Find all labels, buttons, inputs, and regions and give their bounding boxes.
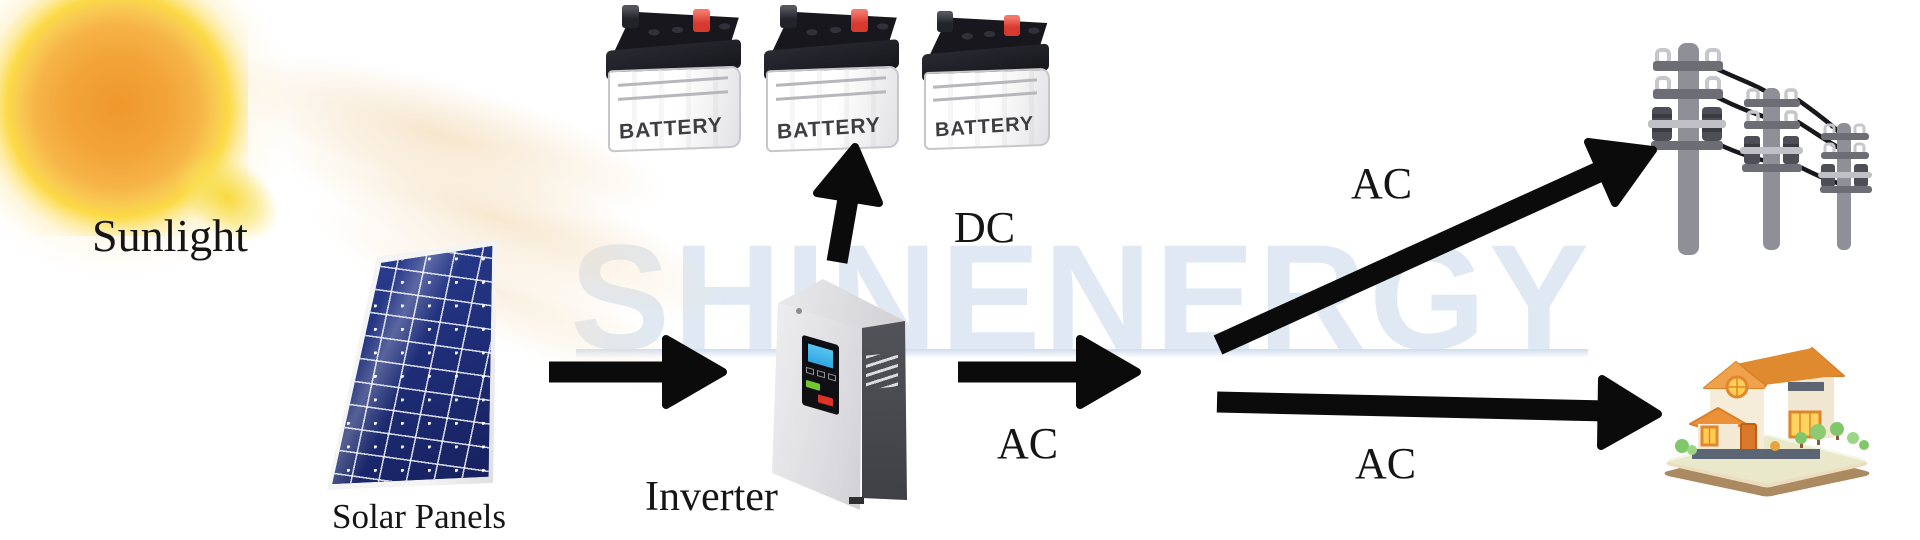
battery-icon: BATTERY [605,4,747,153]
dc-label: DC [954,203,1016,252]
battery-terminal-negative [622,4,640,28]
inverter-label: Inverter [645,474,778,520]
ac-label-home: AC [1355,439,1417,488]
battery-terminal-negative [780,4,798,28]
inverter-nameplate [849,497,864,504]
inverter-icon [765,276,915,521]
utility-pole [1818,123,1872,250]
battery-terminal-positive [693,8,711,32]
arrow-to-house [1216,375,1662,450]
battery-terminal-positive [851,8,869,32]
battery-icon: BATTERY [921,10,1055,151]
utility-pole [1740,88,1803,250]
battery-icon: BATTERY [763,4,905,153]
arrow-panel-to-inverter [549,335,727,409]
arrow-inverter-to-battery [813,143,883,264]
utility-pole [1648,43,1726,255]
screw-icon [796,308,802,314]
ac-label-inverter-out: AC [997,419,1059,468]
inverter-side-face [862,321,907,500]
battery-terminal-positive [1004,14,1021,37]
ac-label-grid: AC [1351,159,1413,208]
arrow-inverter-out [958,335,1141,409]
arrow-to-grid [1213,138,1657,355]
sunlight-label: Sunlight [92,210,248,261]
house-icon [1664,347,1870,497]
utility-poles-icon [1648,43,1872,255]
solar-panels-label: Solar Panels [332,497,507,536]
battery-terminal-negative [937,10,954,33]
